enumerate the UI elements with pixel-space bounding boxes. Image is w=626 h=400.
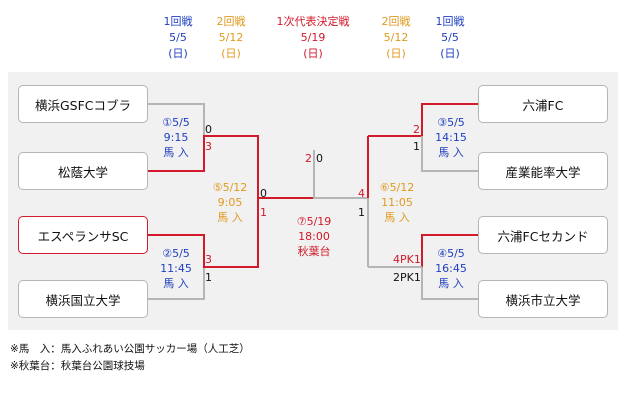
venue-notes: ※馬 入：馬入ふれあい公園サッカー場（人工芝） ※秋葉台：秋葉台公園球技場 <box>10 341 250 375</box>
team-mutsuura-fc: 六浦FC <box>478 85 608 123</box>
header-round-label: 2回戦 <box>381 15 411 28</box>
team-name: 六浦FC <box>522 97 564 113</box>
match-6-info: ⑥5/12 11:05 馬 入 <box>367 180 427 225</box>
match-time: 11:05 <box>381 196 413 209</box>
team-sanno-university: 産業能率大学 <box>478 152 608 190</box>
header-round-label: 1回戦 <box>163 15 193 28</box>
match-venue: 馬 入 <box>217 211 243 224</box>
team-name: エスペランサSC <box>37 228 129 244</box>
score-m1-cobra: 0 <box>205 123 212 136</box>
match-4-info: ④5/5 16:45 馬 入 <box>421 246 481 291</box>
score-m5-top: 0 <box>260 187 267 200</box>
header-date: 5/12 <box>383 31 409 44</box>
line-m2-winner <box>148 198 259 268</box>
header-date: 5/5 <box>169 31 187 44</box>
line-m2-loser <box>148 267 205 300</box>
header-final: 1次代表決定戦 5/19 (日) <box>263 14 363 62</box>
match-3-info: ③5/5 14:15 馬 入 <box>421 115 481 160</box>
match-venue: 馬 入 <box>163 277 189 290</box>
header-day: (日) <box>440 47 460 60</box>
header-day: (日) <box>303 47 323 60</box>
match-venue: 馬 入 <box>163 146 189 159</box>
score-final-left: 2 <box>305 152 312 165</box>
match-time: 14:15 <box>435 131 467 144</box>
team-name: 六浦FCセカンド <box>497 228 589 244</box>
match-label: ①5/5 <box>162 116 190 129</box>
note-akibadai: ※秋葉台：秋葉台公園球技場 <box>10 360 145 372</box>
line-m4-winner <box>421 234 478 267</box>
header-day: (日) <box>221 47 241 60</box>
line-m3-loser <box>421 136 478 172</box>
score-m6-top: 4 <box>358 187 365 200</box>
team-mutsuura-fc-second: 六浦FCセカンド <box>478 216 608 254</box>
team-name: 産業能率大学 <box>505 164 581 180</box>
score-m2-ynu: 1 <box>205 271 212 284</box>
team-name: 横浜GSFCコブラ <box>34 97 132 113</box>
match-2-info: ②5/5 11:45 馬 入 <box>146 246 206 291</box>
match-time: 11:45 <box>160 262 192 275</box>
match-1-info: ①5/5 9:15 馬 入 <box>146 115 206 160</box>
header-round-1-right: 1回戦 5/5 (日) <box>420 14 480 62</box>
header-date: 5/5 <box>441 31 459 44</box>
team-name: 横浜市立大学 <box>505 292 581 308</box>
team-name: 松蔭大学 <box>57 164 108 180</box>
match-time: 16:45 <box>435 262 467 275</box>
line-m1-winner <box>148 135 259 198</box>
match-time: 9:05 <box>217 196 243 209</box>
header-round-label: 1回戦 <box>435 15 465 28</box>
score-m2-esperanza: 3 <box>205 253 212 266</box>
team-yokohama-gsfc-cobra: 横浜GSFCコブラ <box>18 85 148 123</box>
match-venue: 秋葉台 <box>297 245 331 258</box>
match-label: ⑥5/12 <box>379 181 415 194</box>
match-venue: 馬 入 <box>384 211 410 224</box>
match-time: 18:00 <box>298 230 330 243</box>
match-label: ⑤5/12 <box>212 181 248 194</box>
match-5-info: ⑤5/12 9:05 馬 入 <box>200 180 260 225</box>
header-round-2-left: 2回戦 5/12 (日) <box>201 14 261 62</box>
score-m4-ycu: 2PK1 <box>393 271 421 284</box>
score-m3-sanno: 1 <box>413 140 420 153</box>
header-date: 5/12 <box>218 31 244 44</box>
match-7-info: ⑦5/19 18:00 秋葉台 <box>276 214 352 259</box>
team-yokohama-national-university: 横浜国立大学 <box>18 280 148 318</box>
score-m6-bottom: 1 <box>358 206 365 219</box>
header-round-label: 2回戦 <box>216 15 246 28</box>
line-m3-winner <box>368 103 478 137</box>
team-name: 横浜国立大学 <box>45 292 121 308</box>
line-m1-loser <box>148 103 205 136</box>
score-m3-mutsuura: 2 <box>413 123 420 136</box>
header-round-label: 1次代表決定戦 <box>276 15 350 28</box>
line-m6-loser <box>313 150 369 267</box>
match-label: ③5/5 <box>437 116 465 129</box>
score-m1-shoin: 3 <box>205 140 212 153</box>
match-label: ②5/5 <box>162 247 190 260</box>
match-venue: 馬 入 <box>438 146 464 159</box>
match-time: 9:15 <box>163 131 189 144</box>
score-m4-mutsuura-second: 4PK1 <box>393 253 421 266</box>
score-final-right: 0 <box>316 152 323 165</box>
match-venue: 馬 入 <box>438 277 464 290</box>
match-label: ④5/5 <box>437 247 465 260</box>
line-m4-loser <box>421 267 478 300</box>
header-day: (日) <box>386 47 406 60</box>
team-yokohama-city-university: 横浜市立大学 <box>478 280 608 318</box>
header-date: 5/19 <box>300 31 326 44</box>
team-shoin-university: 松蔭大学 <box>18 152 148 190</box>
header-round-2-right: 2回戦 5/12 (日) <box>366 14 426 62</box>
note-banyu: ※馬 入：馬入ふれあい公園サッカー場（人工芝） <box>10 343 250 355</box>
header-day: (日) <box>168 47 188 60</box>
score-m5-bottom: 1 <box>260 206 267 219</box>
team-esperanza-sc: エスペランサSC <box>18 216 148 254</box>
header-round-1-left: 1回戦 5/5 (日) <box>148 14 208 62</box>
match-label: ⑦5/19 <box>296 215 332 228</box>
